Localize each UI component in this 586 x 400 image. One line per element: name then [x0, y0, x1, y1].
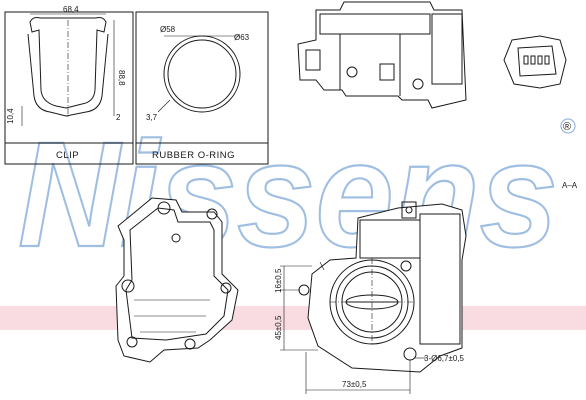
side-view-drawing [297, 1, 467, 109]
side-view-boss [379, 63, 395, 81]
dim-holes-label: 3-Ø6,7±0,5 [424, 354, 465, 363]
connector-pin-2 [530, 55, 536, 65]
back-view-bolt-bottom-left [126, 336, 138, 348]
back-view-drawing [115, 197, 239, 363]
front-view-mount-hole-left [298, 284, 310, 296]
back-view-hole [171, 233, 181, 243]
clip-lip-dim: 10,4 [6, 108, 15, 124]
oring-section-dim: 3,7 [146, 113, 158, 122]
connector-pin-3 [537, 55, 543, 65]
side-view-bolt-1 [346, 66, 358, 78]
front-view-gear-housing [419, 213, 461, 345]
dim-left-label: 45±0,5 [274, 315, 283, 340]
side-view-body [297, 1, 467, 109]
front-view-connector [401, 201, 417, 219]
clip-small-dim: 2 [116, 113, 121, 122]
back-view-inner-outline [125, 207, 229, 341]
back-view-bolt-left [121, 279, 135, 293]
clip-outline [29, 17, 107, 109]
front-view-connector-pin [405, 206, 413, 214]
clip-panel: 68,4 88,8 10,4 2 CLIP [4, 5, 134, 165]
dim-top-label: 16±0,5 [274, 268, 283, 293]
back-view-bolt-bottom [184, 338, 196, 350]
side-view-bolt-2 [412, 78, 424, 90]
oring-inner-circle [167, 39, 237, 109]
watermark-logo: Nissens [18, 110, 558, 278]
section-marker: A–A [562, 181, 578, 190]
oring-panel-frame [135, 11, 269, 165]
front-view-body [307, 203, 467, 373]
oring-outer-circle [163, 35, 241, 113]
clip-caption: CLIP [56, 150, 79, 161]
clip-panel-frame [4, 11, 134, 165]
side-view-motor-housing [431, 13, 463, 85]
side-view-top-rib [319, 13, 431, 35]
front-view-drawing [298, 201, 467, 373]
clip-width-dim: 68,4 [63, 5, 79, 14]
oring-section-leader [157, 99, 171, 113]
connector-socket [517, 45, 557, 77]
connector-pin-1 [523, 55, 529, 65]
dim-bottom-label: 73±0,5 [342, 380, 367, 389]
front-view-dimensions: 16±0,5 45±0,5 73±0,5 3-Ø6,7±0,5 [274, 265, 465, 394]
front-view-detail [319, 261, 325, 271]
clip-inner-outline [27, 33, 109, 117]
registered-mark-circle [560, 118, 576, 134]
back-view-bolt-right [206, 208, 218, 220]
registered-mark: ® [563, 121, 571, 133]
watermark-band [0, 306, 586, 330]
oring-inner-dim: Ø58 [160, 25, 176, 34]
back-view-body [115, 197, 239, 363]
oring-panel: Ø58 Ø63 3,7 RUBBER O-RING [135, 11, 269, 165]
back-view-bolt-top [157, 201, 171, 215]
oring-caption: RUBBER O-RING [152, 150, 235, 161]
oring-outer-dim: Ø63 [234, 33, 250, 42]
side-view-flange [305, 49, 321, 71]
connector-drawing [503, 35, 567, 89]
clip-height-dim: 88,8 [117, 70, 126, 86]
front-view-mount-hole-top [400, 260, 412, 272]
connector-pin-4 [544, 55, 550, 65]
back-view-bolt-right-lower [220, 282, 232, 294]
